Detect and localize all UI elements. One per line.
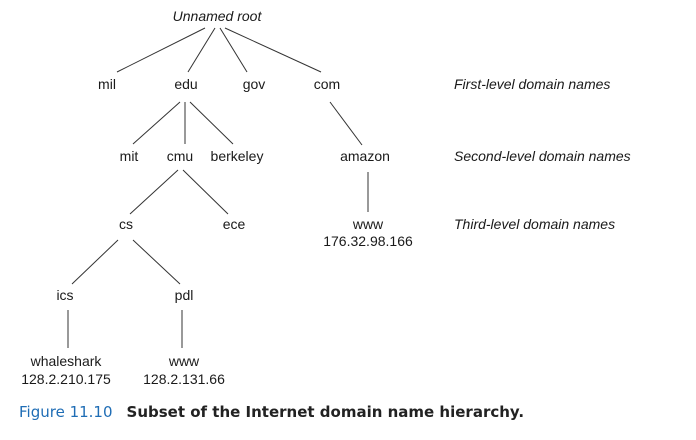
node-cmu: cmu — [166, 148, 194, 164]
node-ece: ece — [222, 216, 246, 232]
node-cs: cs — [119, 216, 133, 232]
whaleshark-ip-address: 128.2.210.175 — [21, 371, 111, 387]
node-pdl: pdl — [174, 287, 194, 303]
node-gov: gov — [242, 76, 266, 92]
node-amazon: amazon — [340, 148, 390, 164]
edge-root-gov — [219, 27, 248, 73]
node-amazon-www: www — [352, 216, 384, 232]
node-mit: mit — [119, 148, 139, 164]
edge-com-amazon — [329, 101, 363, 146]
node-unnamed-root: Unnamed root — [172, 8, 262, 24]
edge-root-edu — [187, 27, 216, 73]
third-level-label: Third-level domain names — [454, 216, 616, 232]
edge-root-mil — [116, 27, 206, 73]
edge-cmu-cs — [129, 169, 179, 215]
node-mil: mil — [98, 76, 116, 92]
edge-cs-ics — [71, 239, 119, 285]
figure-caption: Figure 11.10 Subset of the Internet domai… — [19, 403, 524, 421]
node-edu: edu — [174, 76, 198, 92]
edge-edu-berkeley — [189, 101, 234, 145]
amazon-ip-address: 176.32.98.166 — [323, 233, 413, 249]
figure-number: Figure 11.10 — [19, 403, 113, 421]
figure-title: Subset of the Internet domain name hiera… — [126, 403, 525, 421]
node-whaleshark: whaleshark — [30, 353, 102, 369]
second-level-label: Second-level domain names — [454, 148, 631, 164]
pdl-ip-address: 128.2.131.66 — [143, 371, 225, 387]
node-pdl-www: www — [168, 353, 200, 369]
edge-edu-mit — [132, 101, 181, 145]
edge-cs-pdl — [132, 239, 181, 285]
edge-root-com — [224, 27, 322, 73]
node-berkeley: berkeley — [210, 148, 264, 164]
edge-cmu-ece — [182, 169, 229, 215]
node-ics: ics — [56, 287, 74, 303]
first-level-label: First-level domain names — [454, 76, 611, 92]
node-com: com — [313, 76, 341, 92]
